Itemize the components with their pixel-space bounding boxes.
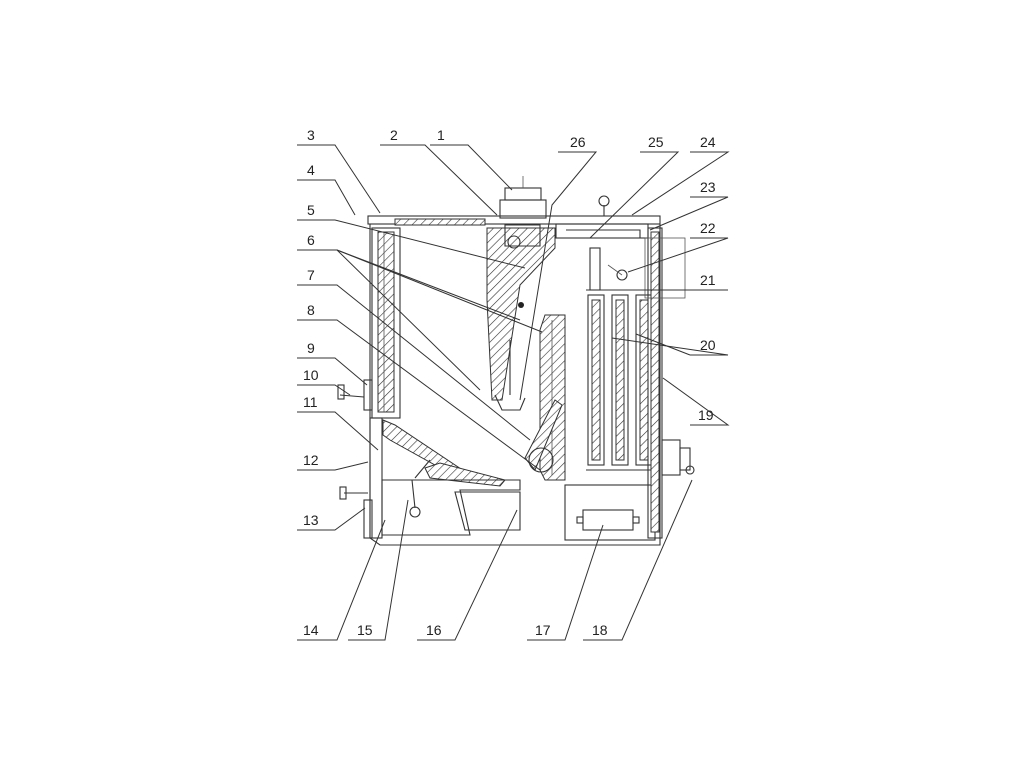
- callout-5: 5: [307, 202, 315, 218]
- callout-17: 17: [535, 622, 551, 638]
- callout-13: 13: [303, 512, 319, 528]
- callout-21: 21: [700, 272, 716, 288]
- callout-12: 12: [303, 452, 319, 468]
- callout-15: 15: [357, 622, 373, 638]
- callout-labels: 1 2 3 4 5 6 7 8 9 10 11 12 13 14 15 16 1…: [303, 127, 716, 638]
- callout-22: 22: [700, 220, 716, 236]
- callout-25: 25: [648, 134, 664, 150]
- callout-19: 19: [698, 407, 714, 423]
- callout-23: 23: [700, 179, 716, 195]
- callout-20: 20: [700, 337, 716, 353]
- callout-16: 16: [426, 622, 442, 638]
- callout-3: 3: [307, 127, 315, 143]
- callout-9: 9: [307, 340, 315, 356]
- callout-2: 2: [390, 127, 398, 143]
- callout-11: 11: [303, 394, 318, 410]
- leader-lines: [297, 144, 730, 641]
- callout-26: 26: [570, 134, 586, 150]
- callout-4: 4: [307, 162, 315, 178]
- callout-1: 1: [437, 127, 445, 143]
- callout-10: 10: [303, 367, 319, 383]
- callout-14: 14: [303, 622, 319, 638]
- callout-8: 8: [307, 302, 315, 318]
- boiler-body: [337, 176, 695, 546]
- callout-7: 7: [307, 267, 315, 283]
- callout-24: 24: [700, 134, 716, 150]
- callout-18: 18: [592, 622, 608, 638]
- callout-6: 6: [307, 232, 315, 248]
